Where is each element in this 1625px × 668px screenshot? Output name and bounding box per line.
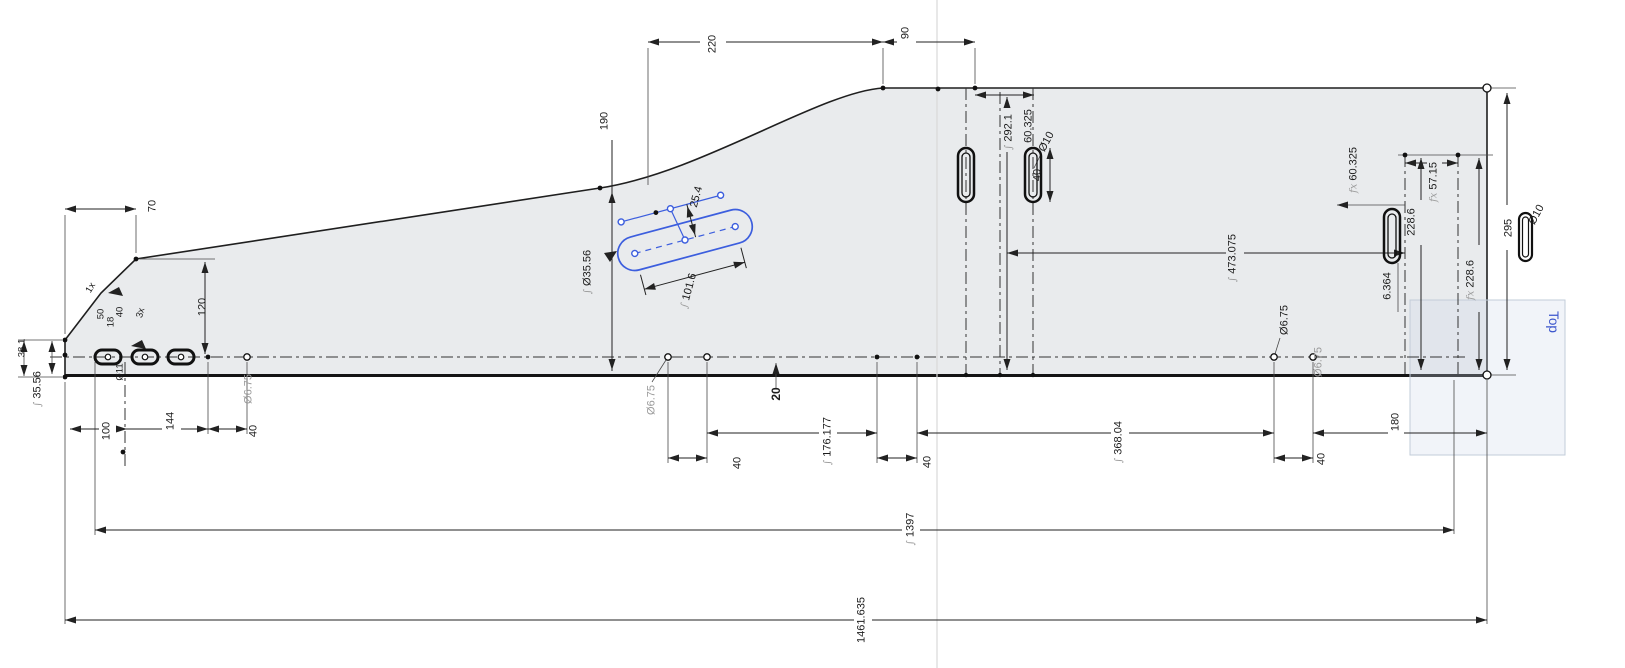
dim-dia11[interactable]: Ø11 — [114, 363, 126, 381]
dim-144[interactable]: 144 — [164, 411, 177, 431]
dim-292-1[interactable]: ∫292.1 — [1002, 114, 1015, 150]
dim-190[interactable]: 190 — [598, 111, 611, 131]
outer-small-slot[interactable] — [1517, 211, 1534, 263]
sketch-vertex-dots[interactable] — [62, 85, 1461, 455]
dim-90[interactable]: 90 — [899, 26, 912, 40]
dim-295[interactable]: 295 — [1502, 218, 1515, 238]
left-slot-features[interactable] — [93, 348, 196, 366]
dim-180[interactable]: 180 — [1389, 412, 1402, 432]
dim-220[interactable]: 220 — [706, 34, 719, 54]
dim-mid2-40[interactable]: 40 — [921, 455, 934, 469]
dim-100[interactable]: 100 — [100, 421, 113, 441]
blue-sketch-points[interactable] — [617, 190, 739, 258]
dim-18[interactable]: 18 — [105, 316, 117, 328]
centerlines[interactable] — [50, 88, 1468, 468]
dim-dia35-56[interactable]: ∫Ø35.56 — [581, 249, 594, 295]
dim-176-177[interactable]: ∫176.177 — [821, 417, 834, 465]
dim-60-325-top[interactable]: 60.325 — [1022, 109, 1035, 143]
dim-tip-40[interactable]: 40 — [114, 306, 126, 318]
dim-70[interactable]: 70 — [146, 199, 159, 213]
dim-dia675-left[interactable]: Ø6.75 — [242, 374, 255, 404]
dim-count-3x[interactable]: 3x — [134, 306, 148, 320]
right-vertical-slot[interactable] — [1382, 207, 1402, 265]
dim-dia675-mid[interactable]: Ø6.75 — [645, 385, 658, 415]
dim-1397[interactable]: ∫1397 — [904, 512, 917, 546]
dim-120[interactable]: 120 — [196, 297, 209, 317]
dim-1461-635[interactable]: 1461.635 — [855, 597, 868, 643]
dim-topslot-40[interactable]: 40 — [1031, 168, 1044, 182]
part-body-profile[interactable] — [64, 87, 1488, 376]
mid-vertical-slots[interactable] — [956, 146, 1043, 204]
dim-38-1[interactable]: 38.1 — [16, 338, 28, 358]
slot-dim-lines — [639, 204, 747, 296]
dim-dia675-right-gray[interactable]: Ø6.75 — [1312, 347, 1325, 377]
dim-368-04[interactable]: ∫368.04 — [1112, 421, 1125, 463]
dim-left-40[interactable]: 40 — [247, 424, 260, 438]
dim-mid-40[interactable]: 40 — [731, 456, 744, 470]
dim-35-56[interactable]: ∫35.56 — [31, 371, 44, 407]
dim-473-075[interactable]: ∫473.075 — [1226, 234, 1239, 282]
dim-6-364[interactable]: 6.364 — [1381, 272, 1394, 300]
dim-dia675-right-black[interactable]: Ø6.75 — [1278, 305, 1291, 335]
dim-20[interactable]: 20 — [769, 387, 783, 401]
top-plane-label[interactable]: Top — [1545, 311, 1561, 333]
dim-228-6-b[interactable]: fx228.6 — [1464, 260, 1477, 300]
hole-points[interactable] — [243, 83, 1492, 380]
blue-sketch-slot[interactable] — [609, 186, 763, 299]
slot-outline[interactable] — [614, 206, 756, 275]
constrained-point-dot[interactable] — [653, 210, 659, 216]
dim-right-40[interactable]: 40 — [1315, 452, 1328, 466]
dim-228-6-a[interactable]: 228.6 — [1405, 208, 1418, 236]
dim-60-325-right[interactable]: fx60.325 — [1347, 147, 1360, 193]
dim-57-15[interactable]: fx57.15 — [1427, 162, 1440, 202]
